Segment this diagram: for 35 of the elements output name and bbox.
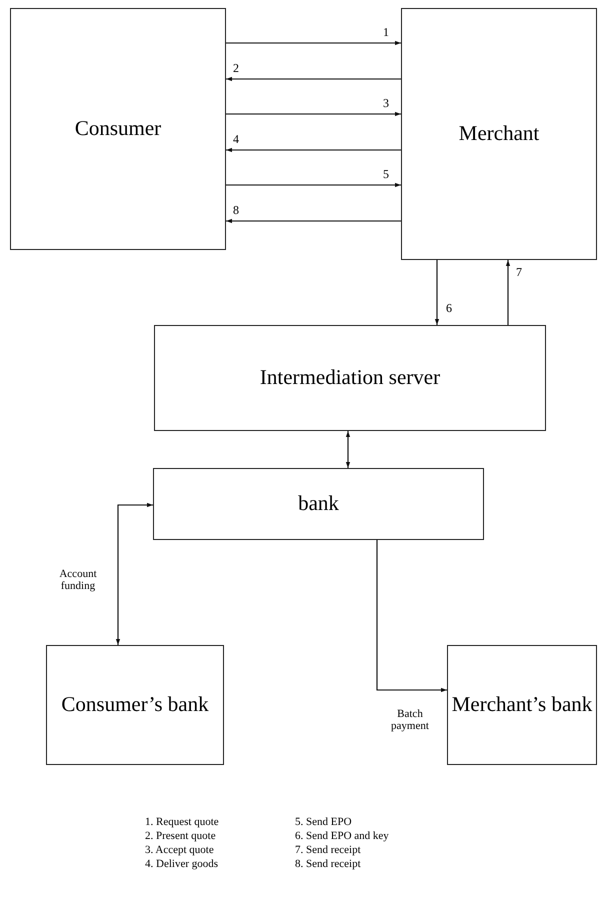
- arrow: [226, 148, 401, 152]
- process-box: [447, 645, 597, 765]
- arrow: [434, 260, 440, 325]
- edge-label: 5: [383, 168, 389, 182]
- process-box: [154, 325, 546, 431]
- node-label: Consumer’s bank: [61, 692, 209, 718]
- process-box: [153, 468, 484, 540]
- legend-note: 6. Send EPO and key: [295, 830, 389, 842]
- legend-note: 2. Present quote: [145, 830, 216, 842]
- process-box: [10, 8, 226, 250]
- edge-label: 8: [233, 204, 239, 218]
- legend-note: 1. Request quote: [145, 816, 219, 828]
- edge-label: 3: [383, 97, 389, 110]
- node-label: bank: [298, 491, 339, 517]
- arrow: [226, 182, 401, 188]
- process-box: [46, 645, 224, 765]
- arrow: [226, 112, 401, 116]
- node-label: Intermediation server: [260, 365, 440, 391]
- legend-note: 8. Send receipt: [295, 858, 361, 870]
- arrow: [116, 502, 153, 645]
- node-label: Merchant: [458, 121, 540, 147]
- legend-note: 5. Send EPO: [295, 816, 352, 828]
- arrow: [346, 431, 350, 468]
- edge-label: 6: [446, 302, 452, 316]
- arrow: [226, 218, 401, 224]
- process-box: [401, 8, 597, 260]
- arrow: [506, 260, 510, 325]
- arrow: [226, 40, 401, 46]
- arrow: [226, 76, 401, 82]
- node-label: Consumer: [74, 116, 162, 142]
- node-label: Merchant’s bank: [452, 692, 592, 718]
- legend-note: 3. Accept quote: [145, 844, 214, 856]
- legend-note: 7. Send receipt: [295, 844, 361, 856]
- arrow: [376, 540, 447, 692]
- legend-note: 4. Deliver goods: [145, 858, 218, 870]
